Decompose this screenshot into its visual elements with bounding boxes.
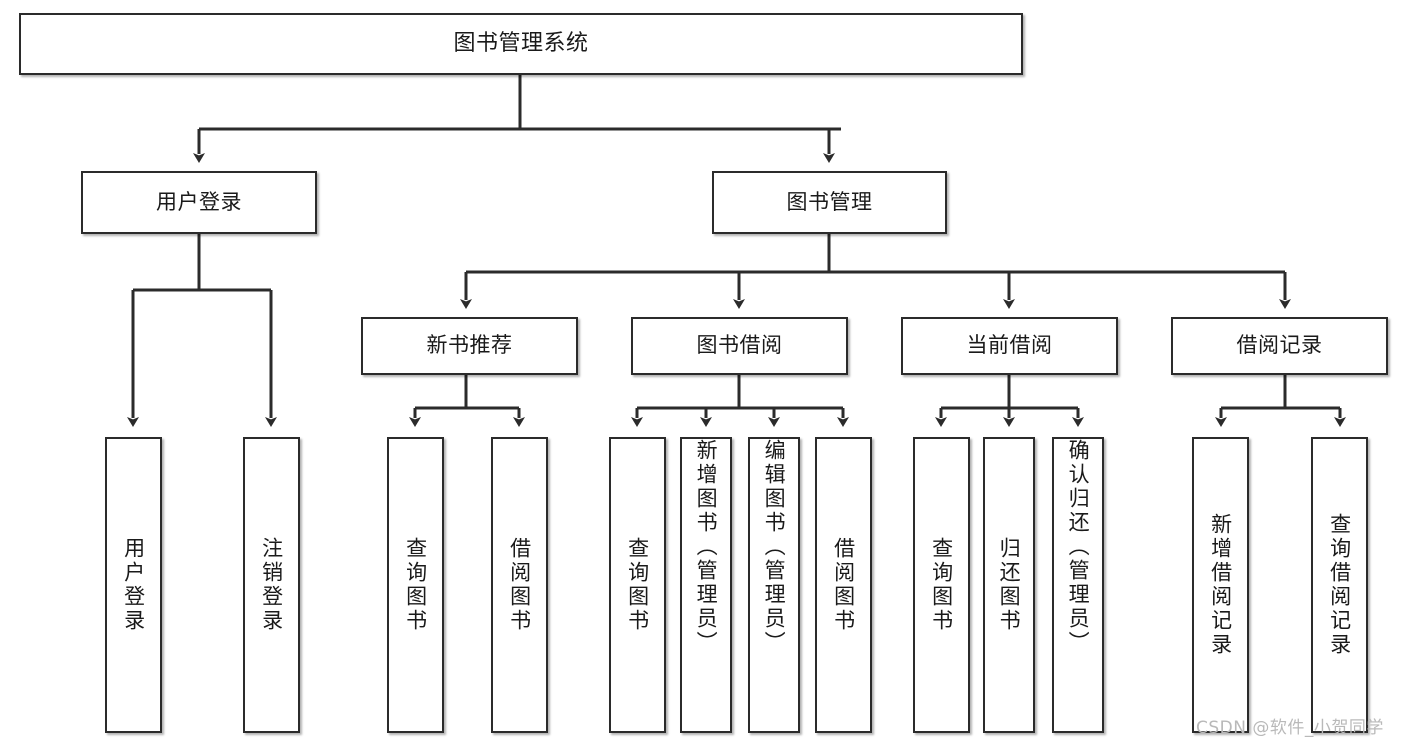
leaf-logout[interactable]: 注销登录 [243, 437, 300, 733]
leaf-edit-book-admin[interactable]: 编辑图书（管理员） [748, 437, 800, 733]
node-book-borrow[interactable]: 图书借阅 [631, 317, 848, 375]
leaf-add-book-admin-label: 新增图书（管理员） [694, 439, 719, 655]
leaf-borrow-book-borrow-label: 借阅图书 [831, 537, 856, 633]
leaf-query-book-current[interactable]: 查询图书 [913, 437, 970, 733]
leaf-return-book-label: 归还图书 [997, 537, 1022, 633]
leaf-confirm-return-admin[interactable]: 确认归还（管理员） [1052, 437, 1104, 733]
leaf-user-login[interactable]: 用户登录 [105, 437, 162, 733]
node-book-borrow-label: 图书借阅 [696, 333, 783, 358]
leaf-add-borrow-record[interactable]: 新增借阅记录 [1192, 437, 1249, 733]
leaf-return-book[interactable]: 归还图书 [983, 437, 1035, 733]
leaf-user-login-label: 用户登录 [121, 537, 146, 633]
leaf-logout-label: 注销登录 [259, 537, 284, 633]
leaf-query-book-newbook-label: 查询图书 [403, 537, 428, 633]
leaf-edit-book-admin-label: 编辑图书（管理员） [762, 439, 787, 655]
node-user-login[interactable]: 用户登录 [81, 171, 317, 234]
leaf-query-book-newbook[interactable]: 查询图书 [387, 437, 444, 733]
leaf-query-book-borrow[interactable]: 查询图书 [609, 437, 666, 733]
node-book-management-label: 图书管理 [786, 189, 873, 214]
node-new-book-recommend[interactable]: 新书推荐 [361, 317, 578, 375]
leaf-add-book-admin[interactable]: 新增图书（管理员） [680, 437, 732, 733]
leaf-query-book-borrow-label: 查询图书 [625, 537, 650, 633]
leaf-borrow-book-borrow[interactable]: 借阅图书 [815, 437, 872, 733]
csdn-watermark: CSDN @软件_小贺同学 [1196, 718, 1384, 738]
leaf-query-book-current-label: 查询图书 [929, 537, 954, 633]
leaf-confirm-return-admin-label: 确认归还（管理员） [1066, 439, 1091, 655]
node-current-borrow[interactable]: 当前借阅 [901, 317, 1118, 375]
node-user-login-label: 用户登录 [156, 189, 242, 214]
leaf-add-borrow-record-label: 新增借阅记录 [1208, 513, 1233, 657]
node-new-book-recommend-label: 新书推荐 [426, 333, 513, 358]
leaf-borrow-book-newbook[interactable]: 借阅图书 [491, 437, 548, 733]
node-book-management[interactable]: 图书管理 [712, 171, 947, 234]
node-root[interactable]: 图书管理系统 [19, 13, 1023, 75]
leaf-query-borrow-record[interactable]: 查询借阅记录 [1311, 437, 1368, 733]
node-borrow-record[interactable]: 借阅记录 [1171, 317, 1388, 375]
leaf-borrow-book-newbook-label: 借阅图书 [507, 537, 532, 633]
node-root-label: 图书管理系统 [453, 30, 589, 56]
leaf-query-borrow-record-label: 查询借阅记录 [1327, 513, 1352, 657]
node-current-borrow-label: 当前借阅 [966, 333, 1053, 358]
node-borrow-record-label: 借阅记录 [1236, 333, 1323, 358]
